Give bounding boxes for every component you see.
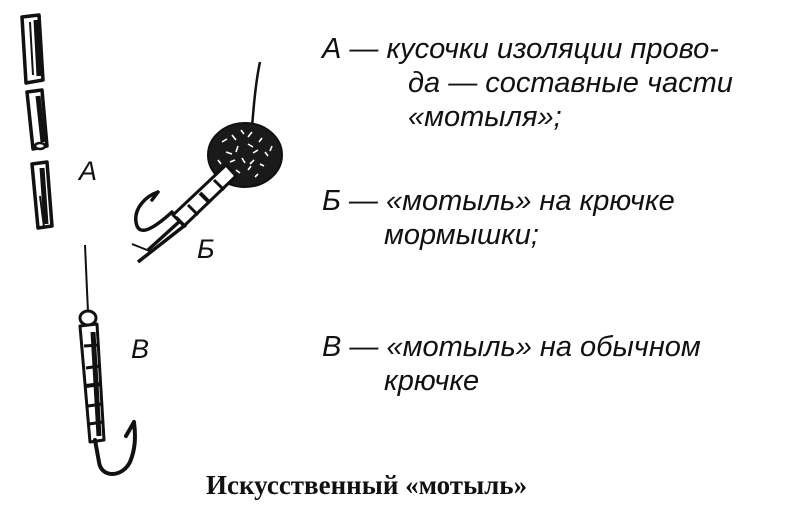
legend-a-line-1: А — кусочки изоляции прово-	[322, 33, 719, 65]
legend-b: Б — «мотыль» на крючке мормышки;	[322, 184, 675, 252]
ordinary-hook-lure	[78, 244, 137, 476]
legend-b-line-1: Б — «мотыль» на крючке	[322, 185, 675, 217]
insulation-piece-2	[25, 88, 49, 151]
bloodworm-on-hook	[131, 163, 238, 264]
fishing-line-v	[84, 244, 89, 313]
legend-v-line-1: В — «мотыль» на обычном	[322, 331, 701, 363]
bloodworm-on-ordinary-hook	[78, 322, 106, 444]
insulation-pieces	[20, 13, 54, 230]
insulation-piece-1	[20, 13, 45, 85]
label-v: В	[131, 334, 150, 364]
ordinary-hook	[93, 420, 137, 476]
legend-a-line-3: «мотыля»;	[408, 101, 562, 133]
label-a: А	[79, 156, 98, 186]
fishing-line-b	[250, 61, 262, 129]
legend-v: В — «мотыль» на обычном крючке	[322, 330, 701, 398]
label-b: Б	[197, 234, 215, 264]
figure-caption: Искусственный «мотыль»	[206, 470, 528, 500]
mormyshka-texture	[217, 129, 273, 178]
legend-b-line-2: мормышки;	[384, 219, 539, 251]
legend-a: А — кусочки изоляции прово- да — составн…	[322, 32, 733, 134]
mormyshka-hook	[134, 190, 174, 232]
legend-v-line-2: крючке	[384, 365, 480, 397]
legend-a-line-2: да — составные части	[408, 67, 733, 99]
mormyshka-lure	[131, 61, 283, 264]
insulation-piece-3	[30, 160, 54, 230]
